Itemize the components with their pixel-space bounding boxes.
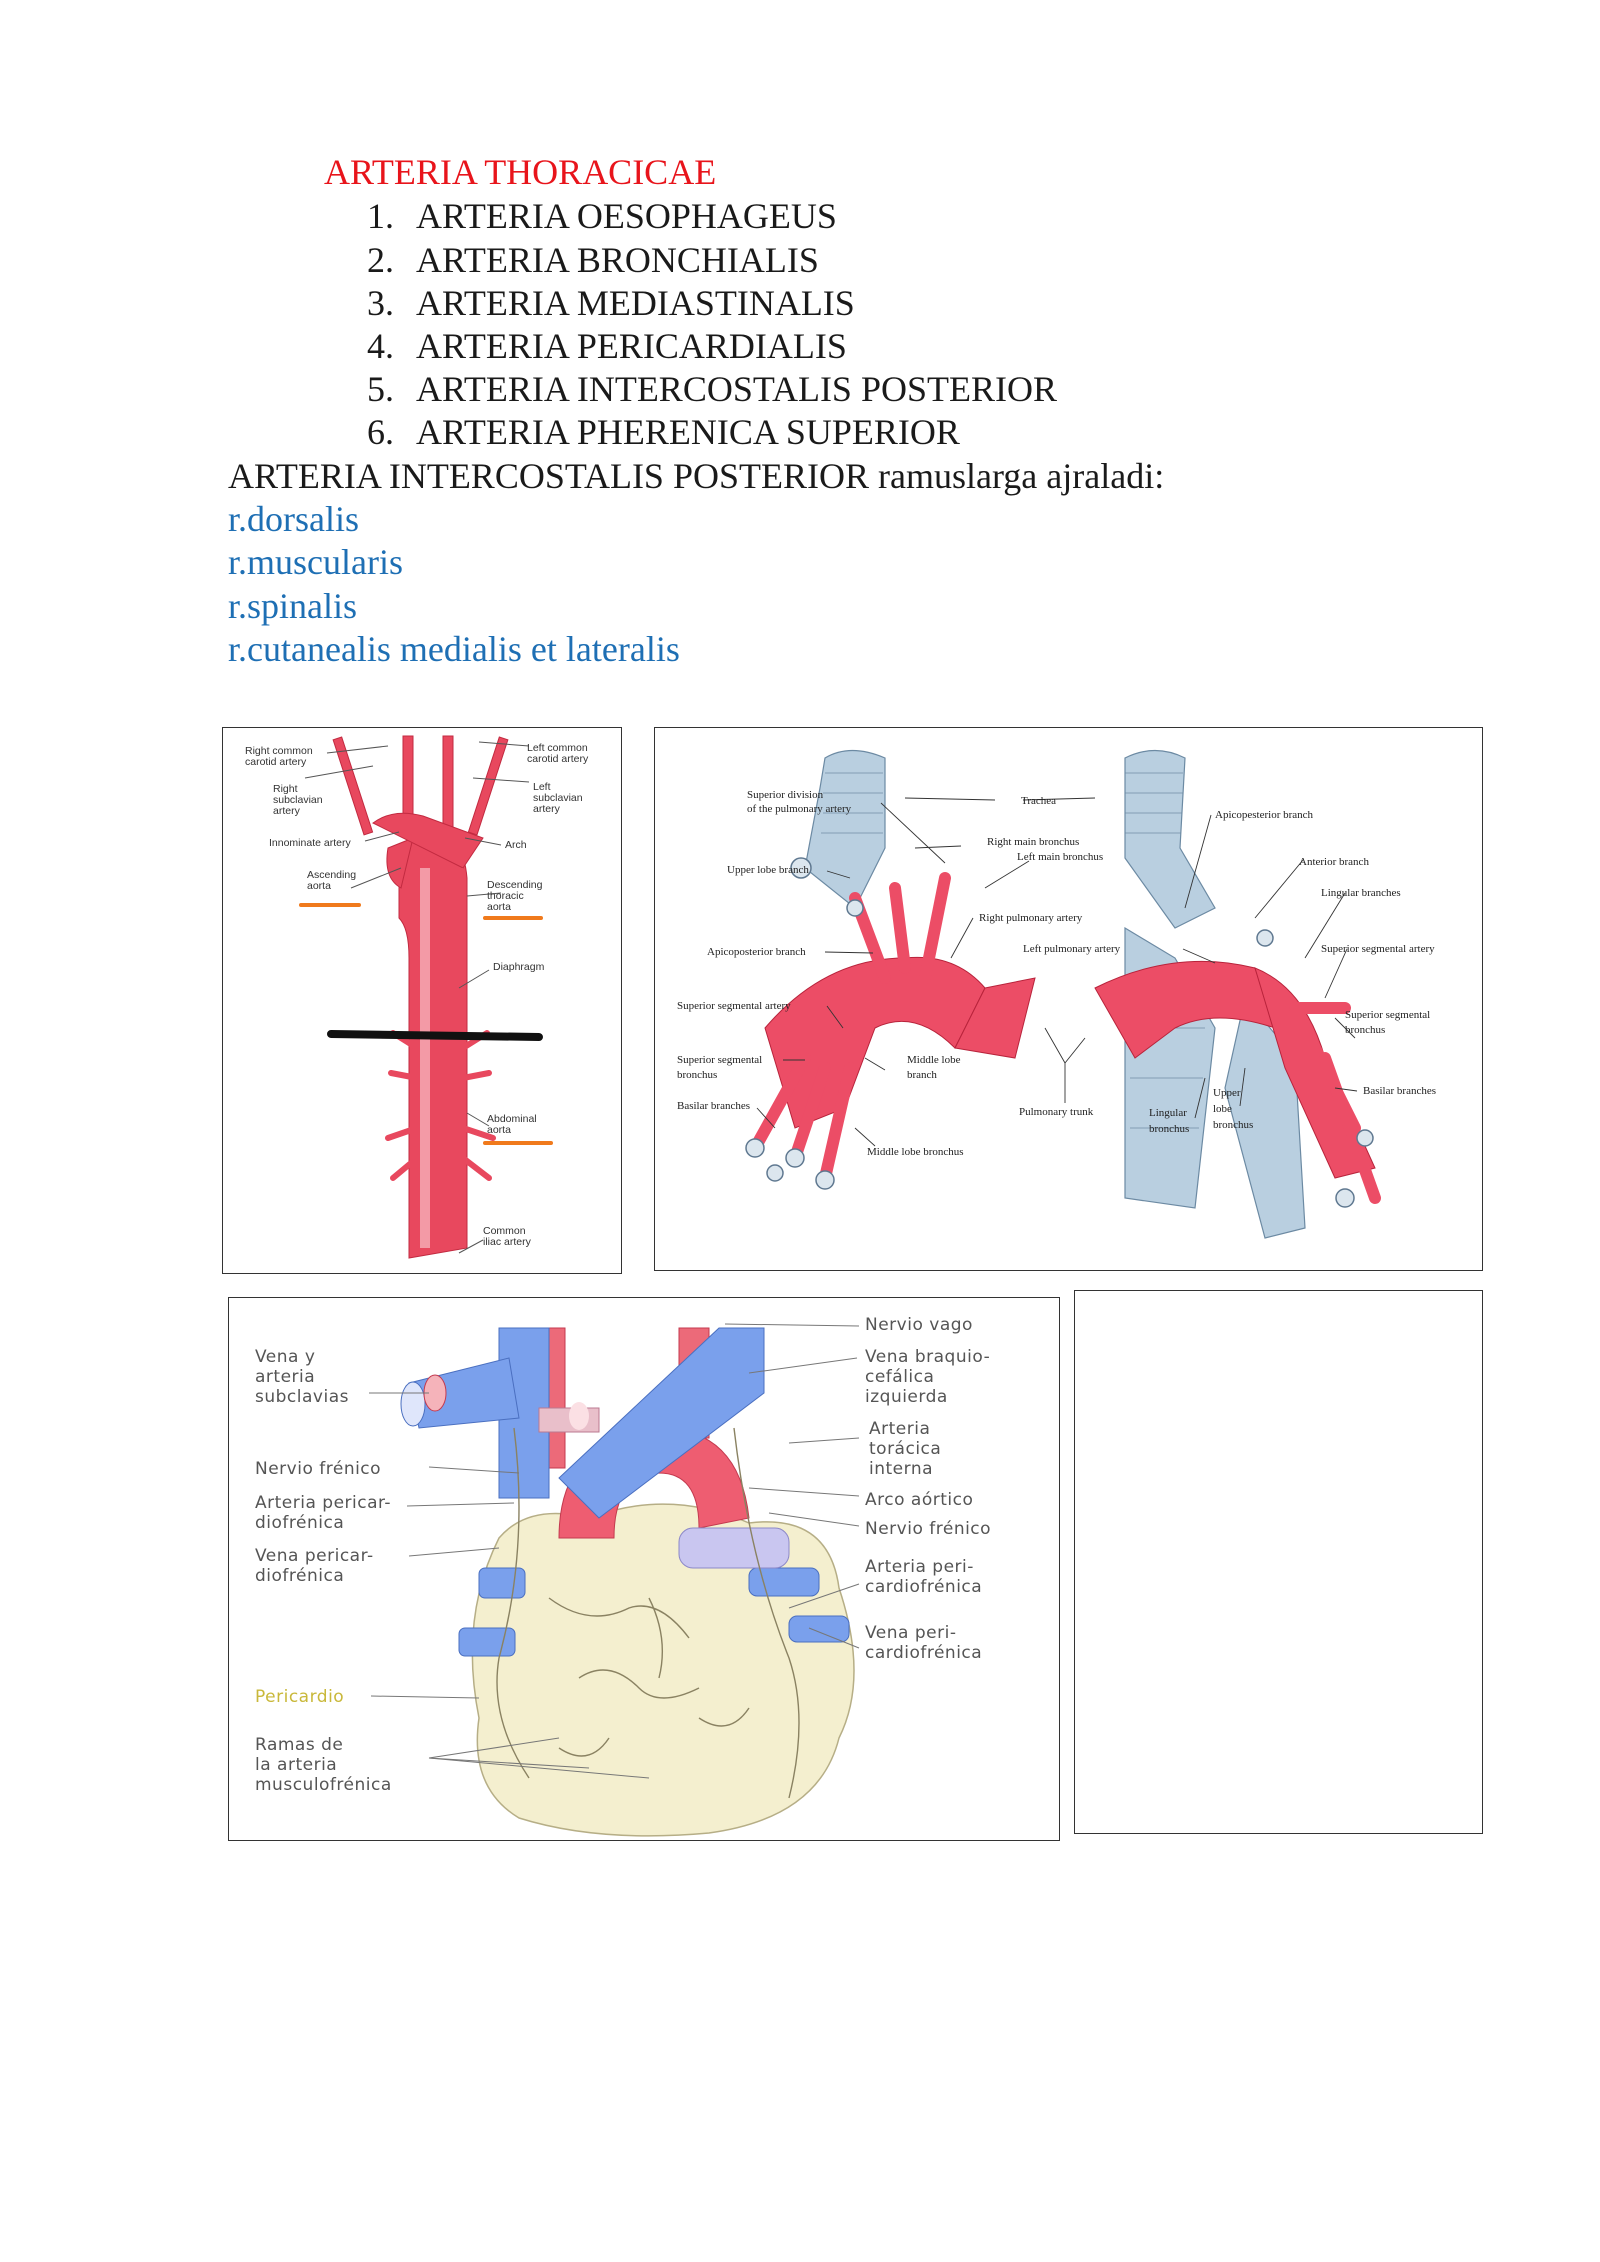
- list-item: 6.ARTERIA PHERENICA SUPERIOR: [367, 412, 960, 452]
- list-item: 3.ARTERIA MEDIASTINALIS: [367, 283, 855, 323]
- label-basilar-branches-r: Basilar branches: [1363, 1085, 1436, 1097]
- label-arteria-toracica-interna: Arteria: [869, 1419, 930, 1439]
- label-apicoposterior-branch-l: Apicoposterior branch: [707, 946, 806, 958]
- section-heading: ARTERIA THORACICAE: [324, 152, 717, 192]
- ramus-item: r.spinalis: [228, 586, 358, 626]
- svg-text:Vena pericar-diofrénica: Vena pericar-diofrénica: [255, 1546, 374, 1586]
- label-nervio-vago: Nervio vago: [865, 1315, 973, 1335]
- list-item: 4.ARTERIA PERICARDIALIS: [367, 326, 847, 366]
- label-superior-segmental-artery-l: Superior segmental artery: [677, 1000, 791, 1012]
- list-item: 1.ARTERIA OESOPHAGEUS: [367, 196, 837, 236]
- empty-figure-frame: [1074, 1290, 1483, 1834]
- label-vena-pericardiofrenica-right: Vena peri-: [865, 1623, 956, 1643]
- label-superior-segmental-bronchus-l: Superior segmental: [677, 1054, 762, 1066]
- list-item: 5.ARTERIA INTERCOSTALIS POSTERIOR: [367, 369, 1057, 409]
- svg-text:Arteria peri-cardiofrénica: Arteria peri-cardiofrénica: [865, 1557, 982, 1597]
- label-arch: Arch: [505, 839, 527, 851]
- label-ramas-musculofrenica: Ramas de: [255, 1735, 343, 1755]
- label-superior-division: Superior division: [747, 789, 824, 801]
- label-right-pulmonary-artery: Right pulmonary artery: [979, 912, 1083, 924]
- label-basilar-branches-l: Basilar branches: [677, 1100, 750, 1112]
- label-vena-braquiocefalica: Vena braquio-: [865, 1347, 990, 1367]
- label-vena-arteria-subclavias: Vena y: [255, 1347, 315, 1367]
- intercostal-sentence: ARTERIA INTERCOSTALIS POSTERIOR ramuslar…: [228, 456, 1165, 496]
- label-common-iliac: Common: [483, 1225, 526, 1237]
- label-upper-lobe-branch: Upper lobe branch: [727, 864, 809, 876]
- label-arco-aortico: Arco aórtico: [865, 1490, 973, 1510]
- label-nervio-frenico-right: Nervio frénico: [865, 1519, 991, 1539]
- label-middle-lobe-bronchus: Middle lobe bronchus: [867, 1146, 964, 1158]
- label-ascending-aorta: Ascending: [307, 869, 356, 881]
- label-right-main-bronchus: Right main bronchus: [987, 836, 1079, 848]
- label-right-common-carotid: Right common: [245, 745, 313, 757]
- svg-text:Vena peri-cardiofrénica: Vena peri-cardiofrénica: [865, 1623, 982, 1663]
- label-superior-segmental-bronchus-r: Superior segmental: [1345, 1009, 1430, 1021]
- label-lingular-bronchus: Lingular: [1149, 1107, 1187, 1119]
- ramus-item: r.muscularis: [228, 542, 403, 582]
- label-left-common-carotid: Left common: [527, 742, 588, 754]
- list-item: 2.ARTERIA BRONCHIALIS: [367, 240, 819, 280]
- ramus-item: r.cutanealis medialis et lateralis: [228, 629, 680, 669]
- label-vena-pericardiofrenica-left: Vena pericar-: [255, 1546, 374, 1566]
- label-abdominal-aorta: Abdominal: [487, 1113, 537, 1125]
- label-left-subclavian: Left: [533, 781, 551, 793]
- label-left-pulmonary-artery: Left pulmonary artery: [1023, 943, 1121, 955]
- label-trachea: Trachea: [1021, 795, 1056, 807]
- label-pericardio: Pericardio: [255, 1687, 344, 1707]
- label-apicoposterior-branch-r: Apicopesterior branch: [1215, 809, 1314, 821]
- label-descending-aorta: Descending: [487, 879, 543, 891]
- ramus-item: r.dorsalis: [228, 499, 359, 539]
- label-right-subclavian: Right: [273, 783, 298, 795]
- label-lingular-branches: Lingular branches: [1321, 887, 1401, 899]
- label-innominate: Innominate artery: [269, 837, 351, 849]
- label-nervio-frenico-left: Nervio frénico: [255, 1459, 381, 1479]
- svg-text:Arteria pericar-diofrénica: Arteria pericar-diofrénica: [255, 1493, 391, 1533]
- label-middle-lobe-branch: Middle lobe: [907, 1054, 961, 1066]
- label-anterior-branch: Anterior branch: [1299, 856, 1369, 868]
- label-arteria-pericardiofrenica-right: Arteria peri-: [865, 1557, 974, 1577]
- label-upper-lobe-bronchus: Upper: [1213, 1087, 1241, 1099]
- label-diaphragm: Diaphragm: [493, 961, 545, 973]
- label-superior-segmental-artery-r: Superior segmental artery: [1321, 943, 1435, 955]
- label-pulmonary-trunk: Pulmonary trunk: [1019, 1106, 1094, 1118]
- label-left-main-bronchus: Left main bronchus: [1017, 851, 1103, 863]
- label-arteria-pericardiofrenica-left: Arteria pericar-: [255, 1493, 391, 1513]
